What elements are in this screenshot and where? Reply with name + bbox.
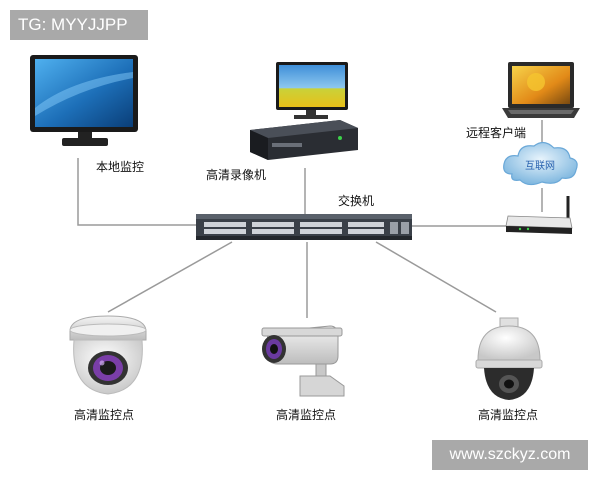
camera-right-label: 高清监控点 — [478, 408, 539, 422]
speed-dome-camera-right-icon — [475, 317, 543, 400]
router-icon — [505, 196, 573, 234]
watermark-bottom-right: www.szckyz.com — [432, 440, 588, 470]
link-camera-right — [375, 241, 497, 313]
remote-client-label: 远程客户端 — [466, 126, 527, 140]
switch-label: 交换机 — [338, 194, 375, 208]
connection-lines — [77, 120, 543, 318]
camera-left-label: 高清监控点 — [74, 408, 135, 422]
local-monitor-icon — [30, 55, 138, 146]
bullet-camera-center-icon — [261, 325, 345, 397]
watermark-top-left: TG: MYYJJPP — [10, 10, 148, 40]
network-switch-icon — [196, 214, 412, 240]
link-camera-left — [107, 241, 233, 313]
laptop-icon — [502, 62, 580, 118]
internet-cloud-icon — [503, 141, 578, 186]
hd-recorder-label: 高清录像机 — [206, 168, 267, 182]
local-monitor-label: 本地监控 — [96, 160, 145, 174]
hd-recorder-icon — [250, 62, 358, 160]
camera-center-label: 高清监控点 — [276, 408, 337, 422]
internet-label: 互联网 — [525, 160, 555, 172]
link-local-monitor — [77, 158, 196, 226]
dome-camera-left-icon — [69, 315, 147, 395]
